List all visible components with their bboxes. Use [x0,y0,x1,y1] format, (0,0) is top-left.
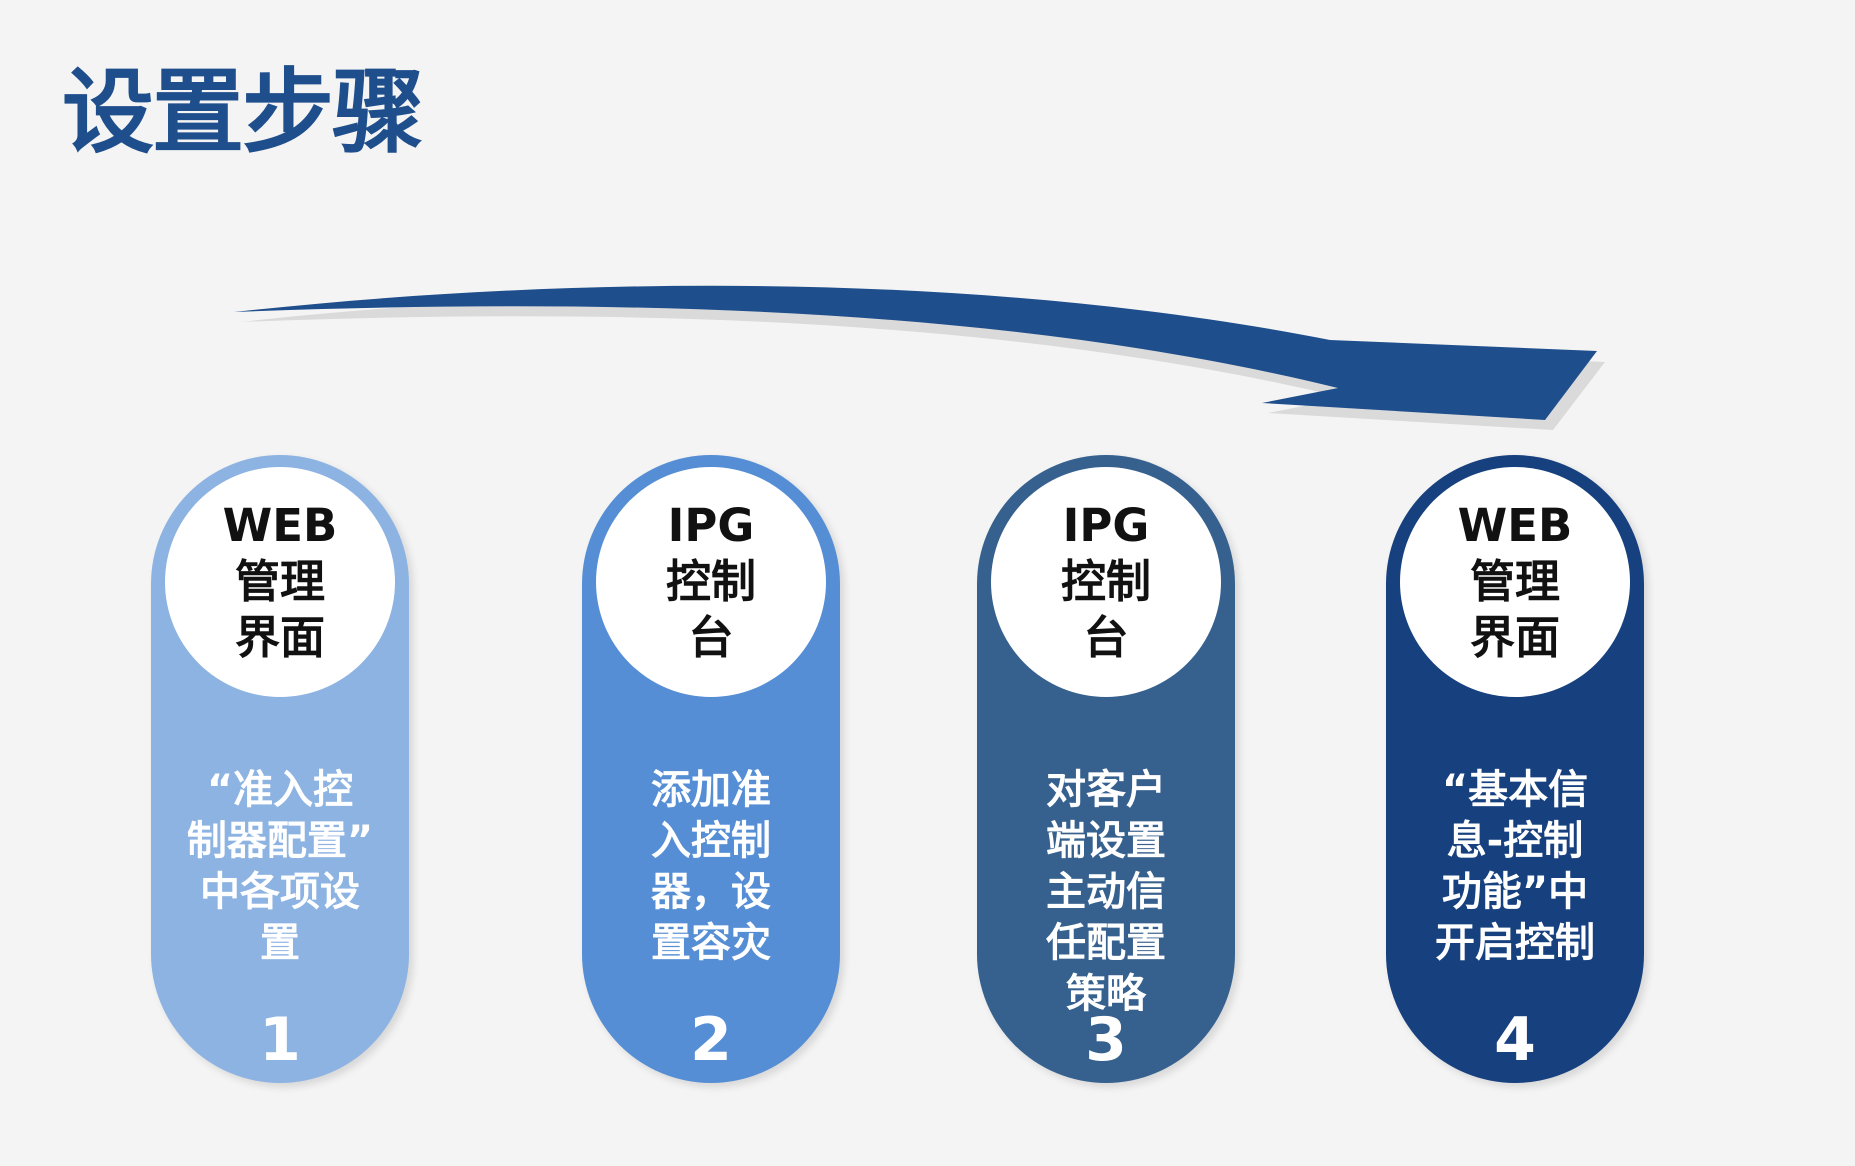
step-description-line: 对客户 [1046,767,1166,813]
step-header-line: 台 [1083,611,1129,664]
step-description-line: 任配置 [1046,920,1166,966]
step-description-line: 息-控制 [1446,818,1584,864]
step-header-line: 控制 [1060,555,1151,608]
step-description-line: 置 [260,920,300,966]
step-description: “基本信息-控制功能”中开启控制 [1396,765,1634,969]
step-header-line: WEB [222,499,338,552]
step-description-line: 开启控制 [1435,920,1595,966]
step-description-line: 端设置 [1046,818,1166,864]
step-description-line: “基本信 [1441,767,1589,813]
step-header-line: 界面 [234,611,325,664]
step-header-line: IPG [1062,499,1150,552]
step-description-line: 器，设 [651,869,771,915]
step-description-line: 功能”中 [1441,869,1589,915]
step-header-line: 控制 [665,555,756,608]
step-header-line: 管理 [234,555,325,608]
step-number: 2 [690,1005,732,1075]
step-description: 对客户端设置主动信任配置策略 [987,765,1225,1020]
step-header-line: 界面 [1469,611,1560,664]
step-description-line: 入控制 [651,818,771,864]
step-description-line: “准入控 [206,767,354,813]
step-header-line: IPG [667,499,755,552]
step-number: 1 [259,1005,301,1075]
step-number: 3 [1085,1005,1127,1075]
step-number: 4 [1494,1005,1536,1075]
step-header-line: WEB [1457,499,1573,552]
step-description-line: 中各项设 [200,869,360,915]
step-description-line: 策略 [1066,971,1146,1017]
step-header-line: 管理 [1469,555,1560,608]
step-header-line: 台 [688,611,734,664]
step-description: 添加准入控制器，设置容灾 [592,765,830,969]
step-description-line: 添加准 [651,767,771,813]
step-description: “准入控制器配置” 中各项设置 [161,765,399,969]
step-description-line: 制器配置” [186,818,374,864]
page-title: 设置步骤 [62,59,424,166]
step-description-line: 置容灾 [651,920,771,966]
step-description-line: 主动信 [1046,869,1166,915]
